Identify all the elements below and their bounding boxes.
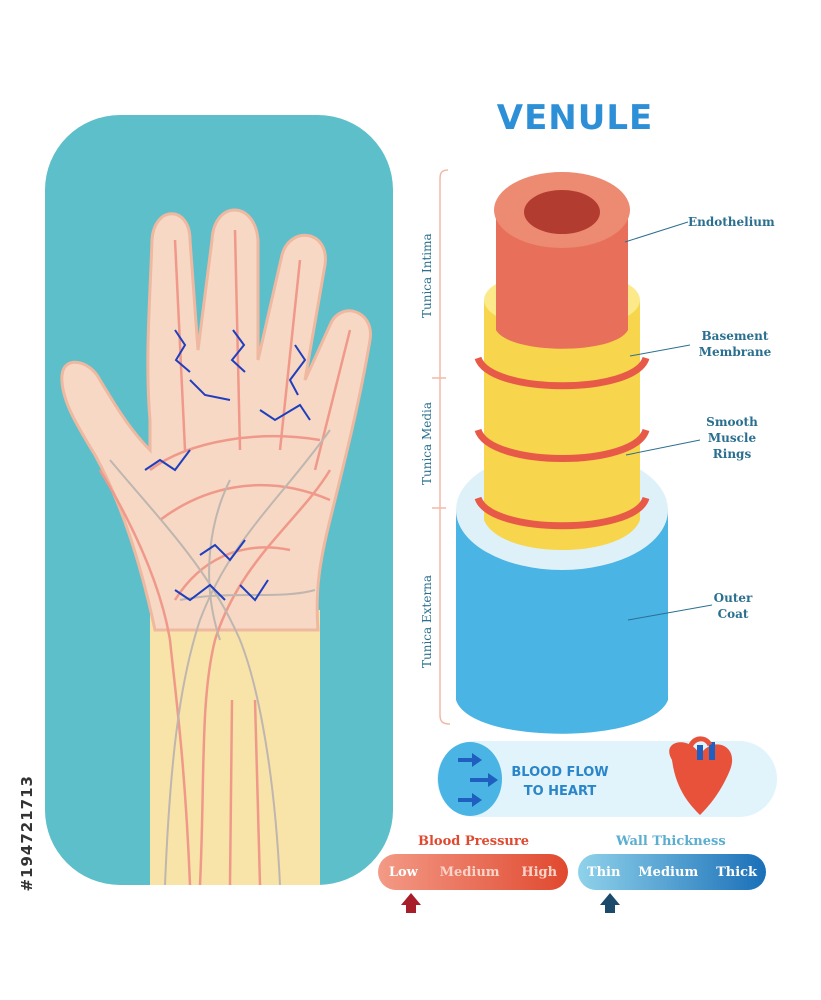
flow-arrow-icons [458, 753, 498, 807]
smooth-label-line1: Smooth [706, 415, 758, 429]
pressure-scale [378, 854, 568, 890]
pressure-medium: Medium [439, 864, 500, 880]
outer-coat [456, 510, 668, 734]
smooth-label-line3: Rings [712, 447, 752, 461]
venule-cross-section [456, 172, 668, 734]
blood-flow-text: BLOOD FLOW TO HEART [505, 763, 615, 801]
callout-endothelium: Endothelium [688, 214, 778, 230]
smooth-label-line2: Muscle [707, 431, 757, 445]
pressure-low: Low [388, 864, 418, 880]
nerves [109, 429, 331, 886]
thickness-thin: Thin [586, 864, 621, 880]
thickness-indicator-arrow [600, 893, 620, 913]
thickness-medium: Medium [638, 864, 699, 880]
arteries [98, 229, 352, 886]
basement-label-line1: Basement [701, 329, 769, 343]
pressure-title: Blood Pressure [418, 834, 529, 849]
thickness-labels: Thin Medium Thick [578, 854, 766, 890]
basement-membrane [484, 300, 640, 550]
label-tunica-externa: Tunica Externa [420, 574, 434, 668]
diagram-title: VENULE [496, 98, 654, 138]
label-tunica-media: Tunica Media [420, 401, 434, 485]
callout-basement-membrane: Basement Membrane [690, 328, 780, 360]
lumen [524, 190, 600, 234]
basement-label-line2: Membrane [698, 345, 772, 359]
endothelium-label: Endothelium [688, 215, 775, 229]
flow-line1: BLOOD FLOW [511, 765, 609, 780]
outer-label-line1: Outer [713, 591, 753, 605]
venules [144, 329, 311, 602]
callout-lines [624, 221, 713, 621]
flow-line2: TO HEART [523, 784, 597, 799]
thickness-scale [578, 854, 766, 890]
label-tunica-intima: Tunica Intima [420, 233, 434, 318]
pressure-labels: Low Medium High [378, 854, 568, 890]
outer-label-line2: Coat [717, 607, 749, 621]
thickness-title: Wall Thickness [616, 834, 726, 849]
layer-bracket [439, 169, 451, 725]
forearm [150, 610, 320, 885]
thickness-thick: Thick [716, 864, 758, 880]
heart-icon [669, 736, 733, 815]
callout-smooth-muscle: Smooth Muscle Rings [700, 414, 764, 462]
callout-outer-coat: Outer Coat [708, 590, 758, 622]
stock-id-watermark: #194721713 [18, 775, 36, 892]
smooth-muscle-rings [474, 356, 650, 530]
endothelium [496, 215, 628, 349]
pressure-indicator-arrow [401, 893, 421, 913]
pressure-high: High [521, 864, 558, 880]
